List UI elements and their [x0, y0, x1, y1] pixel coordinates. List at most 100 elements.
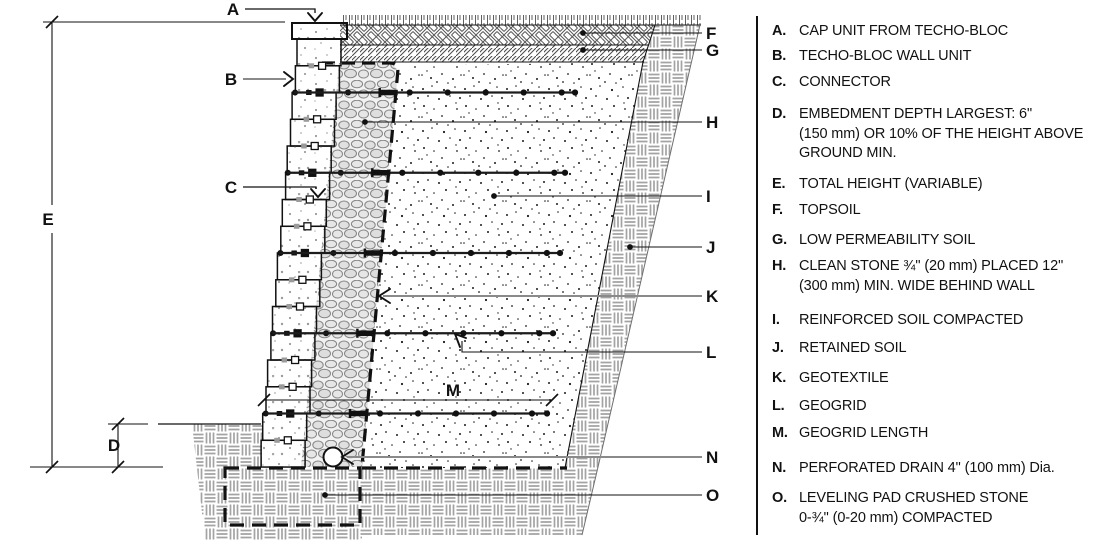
legend-item: H.CLEAN STONE ¾'' (20 mm) PLACED 12'' (3…	[772, 257, 1110, 296]
callout-c: C	[225, 178, 237, 197]
legend-item-text: CONNECTOR	[799, 74, 891, 90]
legend-item-text: GEOTEXTILE	[799, 370, 889, 386]
legend-item-key: N.	[772, 460, 787, 476]
legend-item-text: GEOGRID	[799, 398, 867, 414]
legend-item: B. TECHO-BLOC WALL UNIT	[772, 47, 1110, 67]
front-ground-region	[192, 424, 362, 540]
connector-clip	[281, 357, 288, 363]
perforated-drain	[322, 446, 344, 468]
connector	[295, 302, 305, 311]
leveling-pad	[223, 466, 362, 527]
dimension-lines	[30, 15, 559, 474]
legend-item-key: K.	[772, 370, 787, 386]
connector	[305, 195, 314, 204]
leader-lines	[243, 8, 702, 498]
connector-clip	[286, 304, 292, 309]
callout-l: L	[706, 343, 716, 362]
legend-item: E. TOTAL HEIGHT (VARIABLE)	[772, 175, 1110, 195]
legend-item-text: CLEAN STONE ¾'' (20 mm) PLACED 12'' (300…	[799, 258, 1064, 294]
legend-divider	[756, 16, 758, 535]
cap-unit	[291, 22, 348, 40]
callout-f: F	[706, 24, 716, 43]
legend-item-text: TOPSOIL	[799, 202, 861, 218]
connector-clip	[303, 116, 310, 122]
connector-clip	[308, 63, 315, 69]
legend-item-key: M.	[772, 425, 788, 441]
callout-o: O	[706, 486, 719, 505]
legend-item: K. GEOTEXTILE	[772, 369, 1110, 389]
legend-item: I.REINFORCED SOIL COMPACTED	[772, 311, 1110, 331]
wall-unit	[296, 38, 342, 67]
legend-item-text: LOW PERMEABILITY SOIL	[799, 232, 976, 248]
wall-unit	[276, 252, 323, 281]
wall-unit	[289, 118, 336, 147]
grass-strip	[343, 15, 703, 25]
callout-k: K	[706, 287, 719, 306]
topsoil-region	[340, 25, 654, 45]
connector-clip	[288, 277, 295, 283]
legend-item: G. LOW PERMEABILITY SOIL	[772, 231, 1110, 251]
wall-unit	[294, 65, 341, 94]
wall-unit	[284, 172, 331, 201]
legend-item: L. GEOGRID	[772, 397, 1110, 417]
callout-i: I	[706, 187, 711, 206]
legend-item-key: A.	[772, 23, 787, 39]
legend-item-key: B.	[772, 48, 787, 64]
legend-item-text: PERFORATED DRAIN 4'' (100 mm) Dia.	[799, 460, 1055, 476]
wall-unit	[281, 198, 328, 227]
legend-item-text: TECHO-BLOC WALL UNIT	[799, 48, 972, 64]
legend-item: C. CONNECTOR	[772, 73, 1110, 93]
connector	[290, 355, 300, 365]
callout-h: H	[706, 113, 718, 132]
callout-b: B	[225, 70, 237, 89]
legend-item-text: CAP UNIT FROM TECHO-BLOC	[799, 23, 1009, 39]
legend-item-text: TOTAL HEIGHT (VARIABLE)	[799, 176, 983, 192]
legend-item-key: C.	[772, 74, 787, 90]
reinforced-soil-region	[362, 62, 643, 468]
legend-item-text: LEVELING PAD CRUSHED STONE 0-¾'' (0-20 m…	[799, 490, 1029, 526]
legend-item-text: GEOGRID LENGTH	[799, 425, 929, 441]
legend-item-key: L.	[772, 398, 785, 414]
legend-item-key: F.	[772, 202, 783, 218]
legend-item: D. EMBEDMENT DEPTH LARGEST: 6'' (150 mm) …	[772, 105, 1110, 164]
retained-soil-region	[362, 25, 700, 535]
callout-g: G	[706, 41, 719, 60]
legend-item-key: E.	[772, 176, 786, 192]
cross-section-drawing: A B C E D M F G H I J K L N O	[30, 0, 719, 540]
legend-item-key: J.	[772, 340, 784, 356]
clean-stone-region	[301, 63, 398, 467]
legend-item: J.RETAINED SOIL	[772, 339, 1110, 359]
legend-item: N. PERFORATED DRAIN 4'' (100 mm) Dia.	[772, 459, 1110, 479]
connector	[317, 61, 327, 70]
callout-m: M	[446, 381, 460, 400]
wall-unit	[270, 332, 316, 361]
wall-unit	[275, 279, 321, 308]
connector-clip	[301, 143, 307, 149]
wall-unit	[286, 145, 332, 174]
legend-item-text: EMBEDMENT DEPTH LARGEST: 6'' (150 mm) OR…	[799, 106, 1084, 161]
legend-item-key: I.	[772, 312, 780, 328]
geotextile-line	[322, 61, 400, 467]
legend-item-key: O.	[772, 490, 787, 506]
connector	[303, 222, 312, 231]
callout-n: N	[706, 448, 718, 467]
connector	[310, 141, 319, 151]
legend-item-key: D.	[772, 106, 787, 122]
wall-unit	[260, 439, 306, 468]
legend-item: A. CAP UNIT FROM TECHO-BLOC	[772, 22, 1110, 42]
legend-item: O. LEVELING PAD CRUSHED STONE 0-¾'' (0-20…	[772, 489, 1110, 528]
callout-e: E	[42, 210, 53, 229]
legend-item: F. TOPSOIL	[772, 201, 1110, 221]
callout-a: A	[227, 0, 239, 19]
low-perm-soil-region	[340, 45, 648, 62]
connector-clip	[279, 384, 285, 390]
connector-clip	[293, 223, 300, 229]
connector-clip	[274, 437, 280, 443]
connector	[283, 436, 292, 445]
connector	[298, 275, 307, 284]
connector-clip	[296, 197, 302, 202]
connector	[312, 115, 322, 124]
callout-j: J	[706, 238, 715, 257]
legend-item-key: G.	[772, 232, 787, 248]
